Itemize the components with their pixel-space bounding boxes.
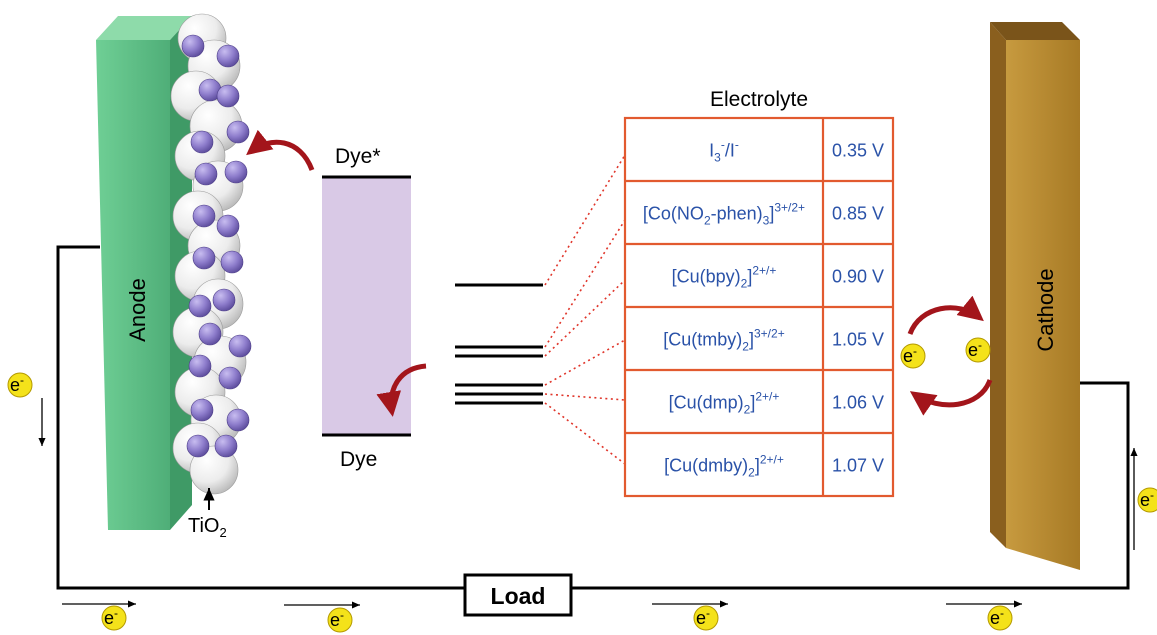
electron-badges: e-e-e-e-e-e-e-e- bbox=[7, 337, 1157, 633]
dye-molecule bbox=[181, 34, 205, 58]
cathode-electrode: Cathode bbox=[990, 22, 1080, 570]
redox-potential: 0.35 V bbox=[832, 141, 884, 161]
electron-badge: e- bbox=[101, 605, 127, 631]
dye-molecule bbox=[214, 434, 238, 458]
connector-line bbox=[544, 219, 626, 348]
redox-couple-label: [Cu(dmby)2]2+/+ bbox=[664, 453, 784, 480]
redox-couple-label: [Co(NO2-phen)3]3+/2+ bbox=[643, 201, 805, 228]
svg-text:e-: e- bbox=[330, 608, 344, 630]
redox-potential: 0.85 V bbox=[832, 204, 884, 224]
dye-excited-label: Dye* bbox=[335, 145, 381, 168]
dye-molecule bbox=[212, 288, 236, 312]
anode-label: Anode bbox=[125, 278, 150, 342]
dye-molecule bbox=[220, 250, 244, 274]
electron-badge: e- bbox=[693, 605, 719, 631]
dye-molecule bbox=[194, 162, 218, 186]
injection-arrow bbox=[246, 129, 315, 171]
electron-badge: e- bbox=[900, 343, 926, 369]
dye-molecule bbox=[216, 84, 240, 108]
electron-badge: e- bbox=[327, 607, 353, 633]
redox-couple-label: [Cu(bpy)2]2+/+ bbox=[672, 264, 777, 291]
svg-text:e-: e- bbox=[10, 373, 24, 395]
connector-line bbox=[544, 402, 626, 465]
redox-potential: 1.07 V bbox=[832, 456, 884, 476]
connector-line bbox=[544, 154, 626, 286]
redox-potential: 1.06 V bbox=[832, 393, 884, 413]
cathode-cycle-arrow-bottom bbox=[909, 378, 993, 416]
svg-text:e-: e- bbox=[1140, 488, 1154, 510]
dye-ground-label: Dye bbox=[340, 448, 377, 471]
tio2-nanoparticle-layer bbox=[170, 13, 252, 495]
dye-molecule bbox=[228, 334, 252, 358]
connector-line bbox=[544, 339, 626, 386]
dye-molecule bbox=[216, 214, 240, 238]
redox-couple-label: [Cu(tmby)2]3+/2+ bbox=[663, 327, 784, 354]
dye-molecule bbox=[192, 246, 216, 270]
redox-levels bbox=[455, 283, 543, 405]
svg-text:e-: e- bbox=[990, 606, 1004, 628]
electron-badge: e- bbox=[1137, 487, 1157, 513]
load-label: Load bbox=[491, 583, 546, 609]
electrolyte-table: I3-/I- 0.35 V [Co(NO2-phen)3]3+/2+ 0.85 V [C… bbox=[623, 116, 895, 498]
dye-molecule bbox=[192, 204, 216, 228]
dye-molecule bbox=[190, 130, 214, 154]
dye-molecule bbox=[216, 44, 240, 68]
svg-text:e-: e- bbox=[903, 344, 917, 366]
circuit-wire bbox=[56, 245, 1130, 590]
dye-molecule bbox=[226, 408, 250, 432]
dye-energy-band: Dye* Dye bbox=[322, 145, 411, 471]
regeneration-arrow bbox=[376, 363, 427, 417]
dye-molecule bbox=[224, 160, 248, 184]
redox-potential: 0.90 V bbox=[832, 267, 884, 287]
tio2-label: TiO2 bbox=[188, 515, 227, 540]
level-connectors bbox=[544, 154, 626, 465]
electron-badge: e- bbox=[7, 372, 33, 398]
cathode-label: Cathode bbox=[1033, 268, 1058, 351]
dye-molecule bbox=[198, 322, 222, 346]
electron-badge: e- bbox=[987, 605, 1013, 631]
dye-molecule bbox=[188, 294, 212, 318]
cathode-cycle-arrow-top bbox=[907, 295, 984, 336]
svg-text:e-: e- bbox=[968, 338, 982, 360]
redox-couple-label: [Cu(dmp)2]2+/+ bbox=[669, 390, 780, 417]
dye-molecule bbox=[190, 398, 214, 422]
redox-couple-label: I3-/I- bbox=[709, 138, 739, 165]
svg-text:e-: e- bbox=[104, 606, 118, 628]
connector-line bbox=[544, 279, 626, 357]
connector-line bbox=[544, 393, 626, 401]
dye-molecule bbox=[188, 354, 212, 378]
dye-molecule bbox=[226, 120, 250, 144]
svg-text:e-: e- bbox=[696, 606, 710, 628]
dye-molecule bbox=[186, 434, 210, 458]
electron-badge: e- bbox=[965, 337, 991, 363]
redox-potential: 1.05 V bbox=[832, 330, 884, 350]
load: Load bbox=[463, 573, 573, 617]
electrolyte-title: Electrolyte bbox=[710, 88, 808, 111]
dye-molecule bbox=[218, 366, 242, 390]
